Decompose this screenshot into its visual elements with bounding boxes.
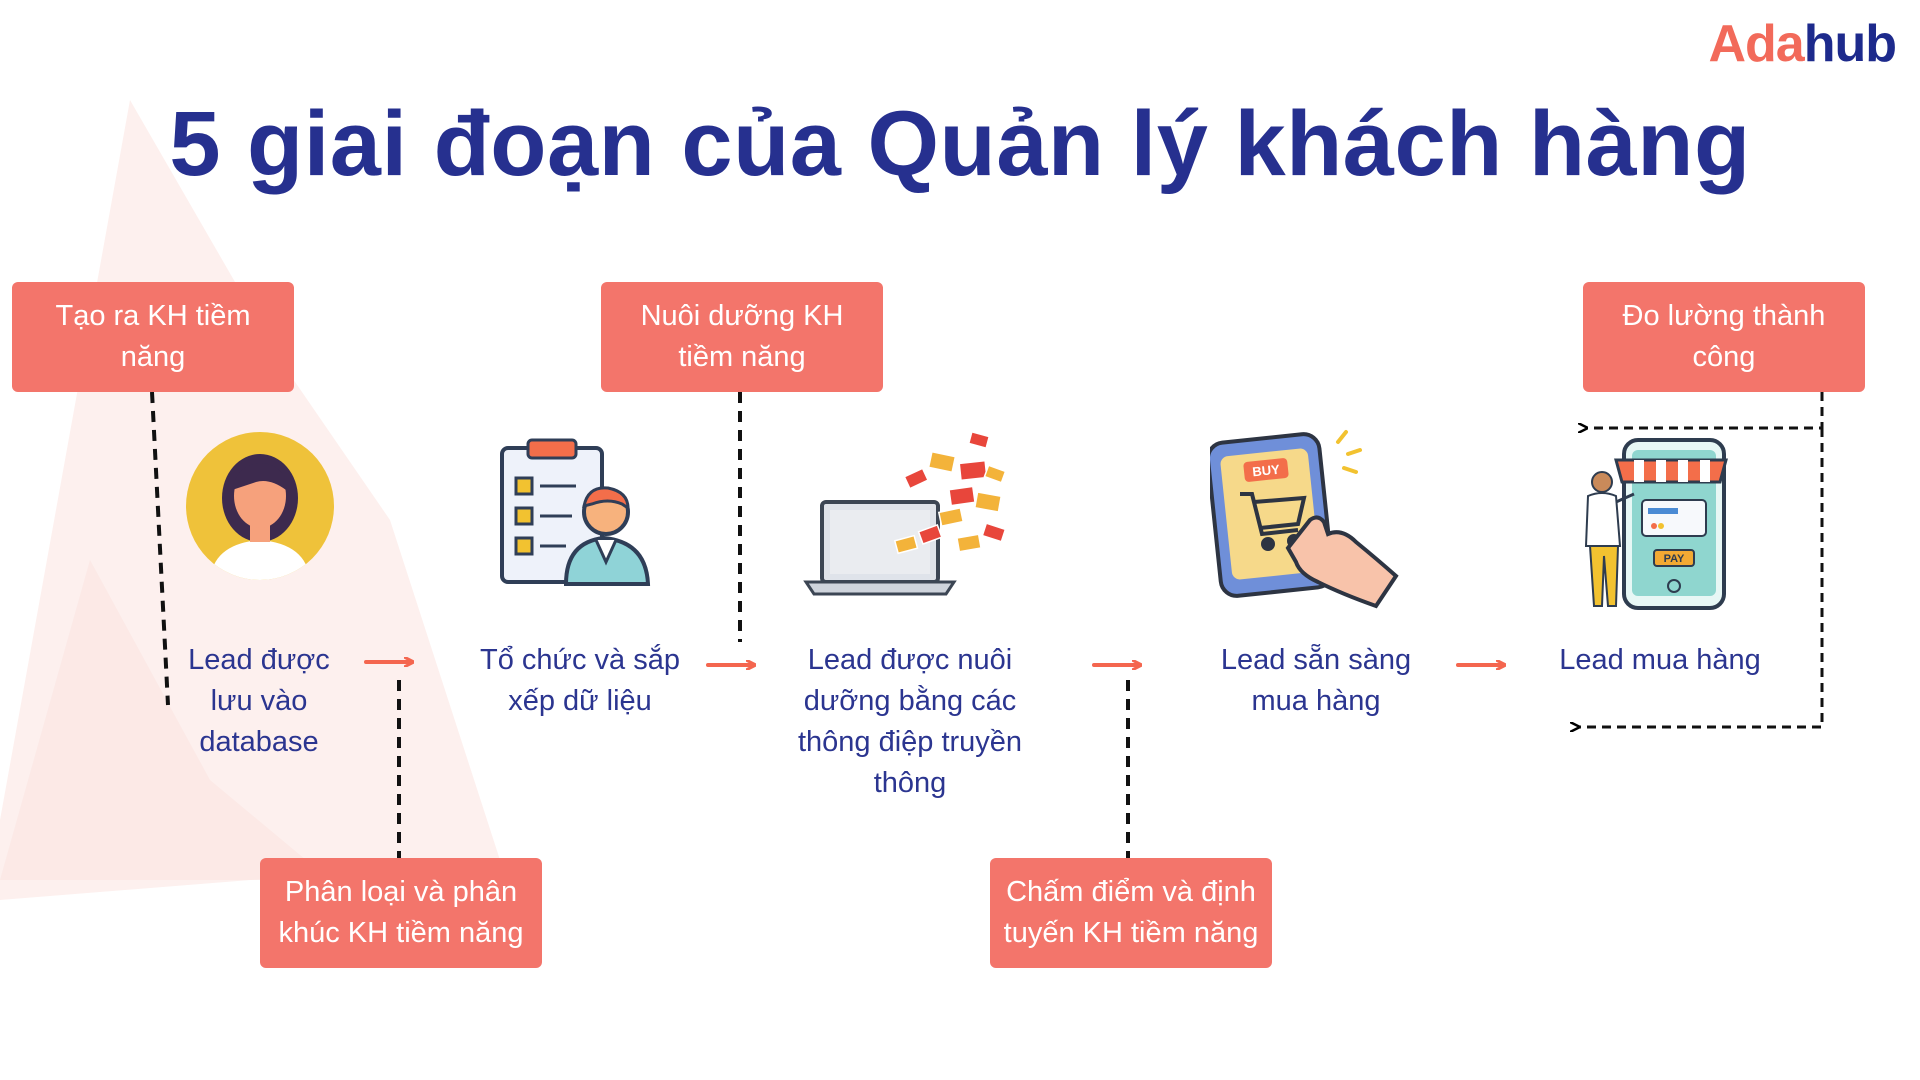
mobile-shop-pay-icon: PAY [1584,438,1728,610]
clipboard-checklist-icon [500,438,651,586]
stage-label-lead-ready: Lead sẵn sàng mua hàng [1220,644,1412,717]
logo-text-ada: Ada [1708,15,1804,73]
callout-lead-scoring: Chấm điểm và định tuyến KH tiềm năng [990,858,1272,968]
stage-label-organize-data: Tổ chức và sắp xếp dữ liệu [480,644,680,717]
page-title: 5 giai đoạn của Quản lý khách hàng [169,93,1751,195]
callout-measure-success: Đo lường thành công [1583,282,1865,392]
phone-buy-cart-icon: BUY [1210,430,1399,609]
adahub-logo: Adahub [1708,14,1897,74]
stage-label-lead-nurtured: Lead được nuôi dưỡng bằng các thông điệp… [797,644,1023,799]
callout-lead-nurturing: Nuôi dưỡng KH tiềm năng [601,282,883,392]
dash-connector-1 [150,391,170,706]
loop-connector-top [1586,392,1824,428]
pay-badge: PAY [1664,553,1685,565]
stage-label-lead-saved: Lead được lưu vào database [188,644,330,758]
logo-text-hub: hub [1803,15,1897,73]
stage-label-lead-purchase: Lead mua hàng [1559,644,1761,676]
user-avatar-icon [186,432,334,580]
callout-lead-segmentation: Phân loại và phân khúc KH tiềm năng [260,858,542,968]
laptop-emails-icon [803,432,1007,596]
callout-lead-generation: Tạo ra KH tiềm năng [12,282,294,392]
buy-badge: BUY [1252,462,1281,480]
